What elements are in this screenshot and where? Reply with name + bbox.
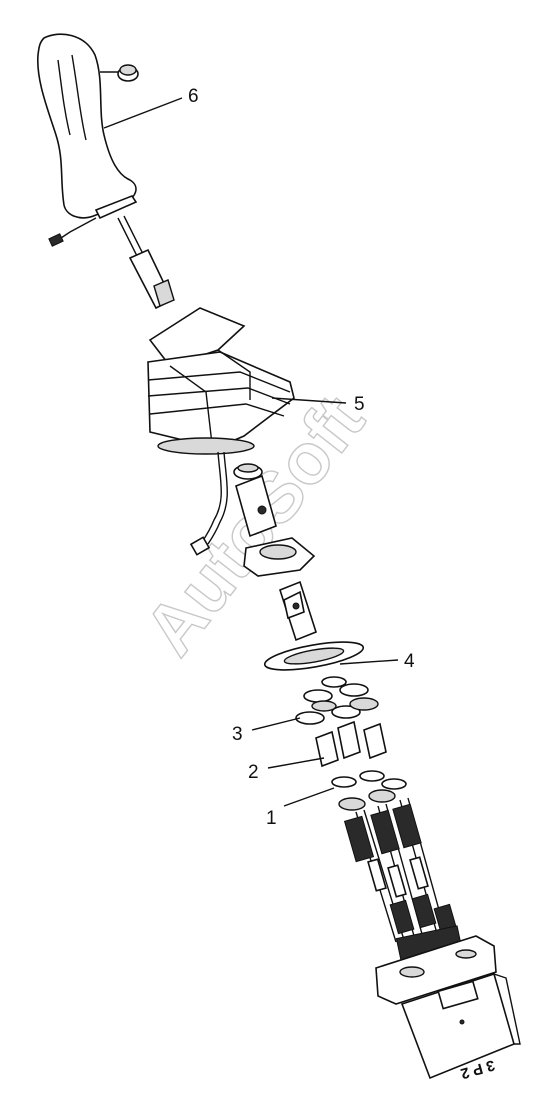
spring-plunger-assembly [343,797,463,961]
part-1-washers [331,770,407,811]
callout-1: 1 [266,808,277,829]
part-4-plate [263,641,365,671]
leader-2 [267,757,325,769]
part-3-bushings [295,676,379,725]
coupling-assembly [233,463,317,642]
grip-nut [117,64,139,82]
callout-3: 3 [232,724,243,745]
callout-5: 5 [354,394,365,415]
part-5-rubber-boot [147,307,295,556]
leader-5 [271,397,347,404]
part-6-handle-grip [37,33,175,310]
leader-6 [103,97,183,129]
leader-1 [283,787,335,807]
base-housing: 3 P 2 [375,935,521,1082]
callout-6: 6 [188,86,199,107]
callout-2: 2 [248,762,259,783]
part-2-sleeves [315,720,387,768]
leader-4 [339,659,399,665]
leader-3 [251,717,301,731]
callout-4: 4 [404,651,415,672]
